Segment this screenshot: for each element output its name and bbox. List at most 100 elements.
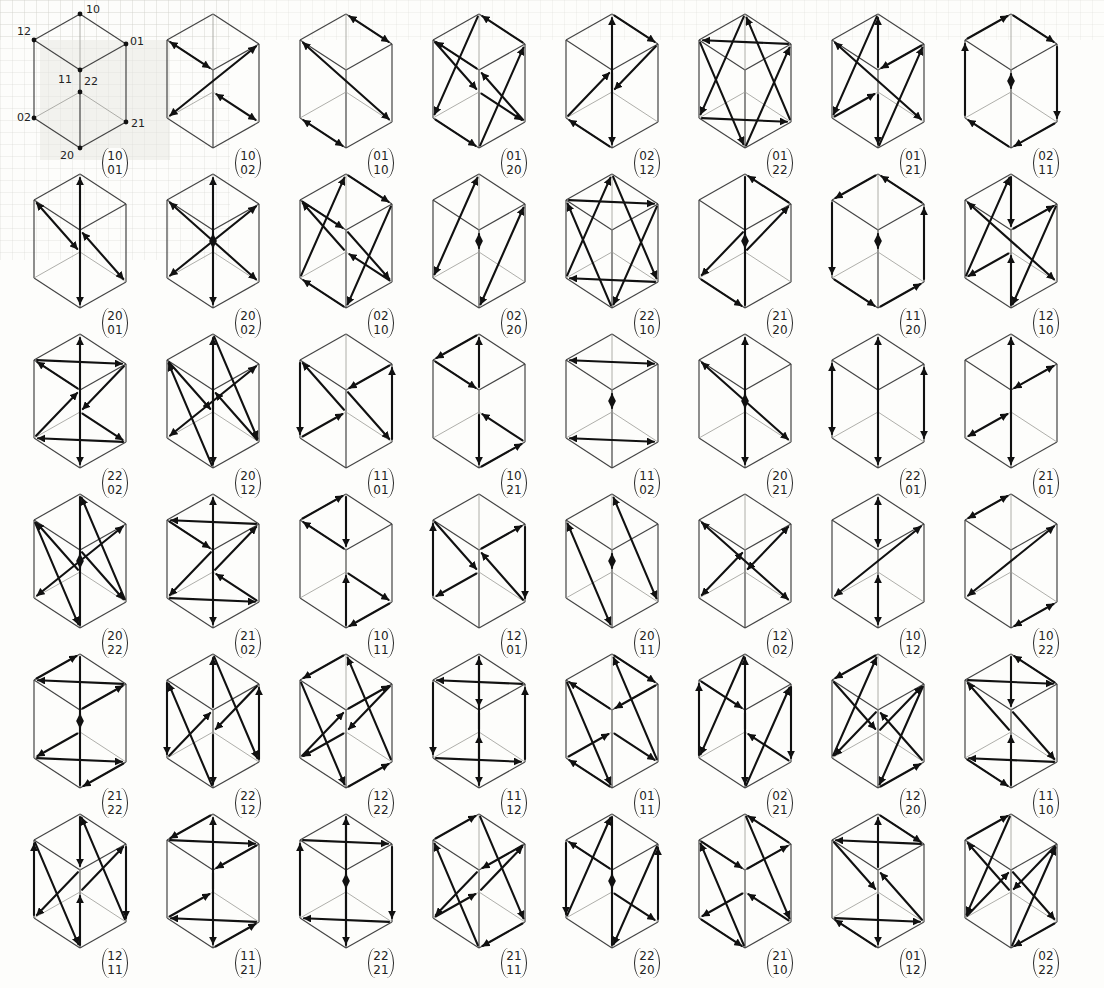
permutation-arrow [304,734,344,757]
cube-edge [479,524,525,550]
permutation-arrow [170,552,211,595]
cube-edge [745,252,791,282]
permutation-arrow [967,817,1010,915]
permutation-arrow [701,844,744,946]
permutation-arrow [170,894,210,917]
cube-edge [831,680,832,758]
matrix-bracket: 21 22 [102,788,128,818]
cube-edge [878,334,924,364]
cube-edge [433,494,479,520]
cube-edge [80,762,126,788]
cube-edge [299,200,300,278]
matrix-bracket: 12 22 [368,788,394,818]
permutation-arrow [835,280,875,306]
cube-edge [699,174,745,200]
permutation-arrow [215,527,256,570]
cube-edge [300,840,346,870]
cube-edge [699,278,745,308]
cube-edge [565,360,566,438]
permutation-arrow [1010,74,1012,88]
cube-edge [300,92,346,118]
matrix-label: 22 10 [638,309,656,337]
cube-edge [391,204,392,282]
cube-edge [346,44,392,70]
permutation-arrow [82,818,125,920]
cube-edge [1056,364,1057,442]
matrix-bracket: 11 01 [368,468,394,498]
cube-edge [745,524,791,550]
permutation-arrow [702,682,742,708]
permutation-arrow [833,658,876,756]
cube-edge [433,758,479,788]
cube-edge [878,524,924,550]
permutation-arrow [1013,207,1056,305]
cube-edge [565,520,566,598]
cube-edge [125,524,126,602]
matrix-label: 11 21 [239,949,257,977]
permutation-arrow [702,523,788,600]
cube-edge [878,654,924,684]
permutation-arrow [212,873,214,944]
cube-edge [213,892,259,922]
cube-edge [964,840,965,918]
matrix-label: 22 20 [638,949,656,977]
cube-edge [34,814,80,840]
cube-edge [300,40,346,70]
matrix-label: 02 11 [1037,149,1055,177]
cube-edge [433,278,479,308]
cube-edge [831,520,832,598]
permutation-arrow [570,360,654,364]
permutation-arrow [746,688,789,786]
cube-edge [965,892,1011,918]
permutation-arrow [216,924,256,947]
cube-edge [166,360,167,438]
cube-edge [612,654,613,732]
cube-edge [213,174,259,204]
cube-edge [657,44,658,122]
cube-edge [1011,814,1057,844]
permutation-arrow [964,44,966,115]
cube-edge [1011,684,1057,710]
cube-edge [878,174,879,252]
cube-edge [1011,44,1057,70]
permutation-arrow [967,873,1008,916]
matrix-bracket: 22 01 [900,468,926,498]
cube-edge [1011,122,1057,148]
cube-edge [80,602,126,628]
cube-edge [565,40,566,118]
permutation-arrow [746,817,789,919]
cube-edge [125,364,126,442]
cube-edge [432,520,433,598]
vertex-label: 01 [130,36,144,48]
permutation-arrow [478,234,480,248]
permutation-arrow [348,232,389,279]
permutation-arrow [345,497,347,546]
permutation-arrow [1013,712,1054,759]
cube-edge [478,230,479,308]
cube-edge [478,710,479,788]
cube-edge [878,654,879,732]
cube-edge [566,92,612,118]
permutation-arrow [212,498,214,624]
permutation-arrow [835,527,921,596]
cube-edge [346,762,392,788]
permutation-arrow [969,414,1008,436]
permutation-arrow [968,16,1008,39]
matrix-label: 20 02 [239,309,257,337]
cube-edge [34,438,80,468]
permutation-arrow [1010,177,1012,226]
matrix-bracket: 21 11 [501,948,527,978]
permutation-arrow [565,843,567,914]
cube-edge [699,520,745,550]
permutation-arrow [171,816,211,839]
permutation-arrow [345,874,347,945]
matrix-bracket: 01 20 [501,148,527,178]
matrix-bracket: 10 12 [900,628,926,658]
permutation-arrow [611,874,613,945]
permutation-arrow [212,658,214,707]
cube-edge [80,732,126,762]
cube-edge [432,40,433,118]
cube-edge [346,922,392,948]
permutation-arrow [877,18,879,67]
